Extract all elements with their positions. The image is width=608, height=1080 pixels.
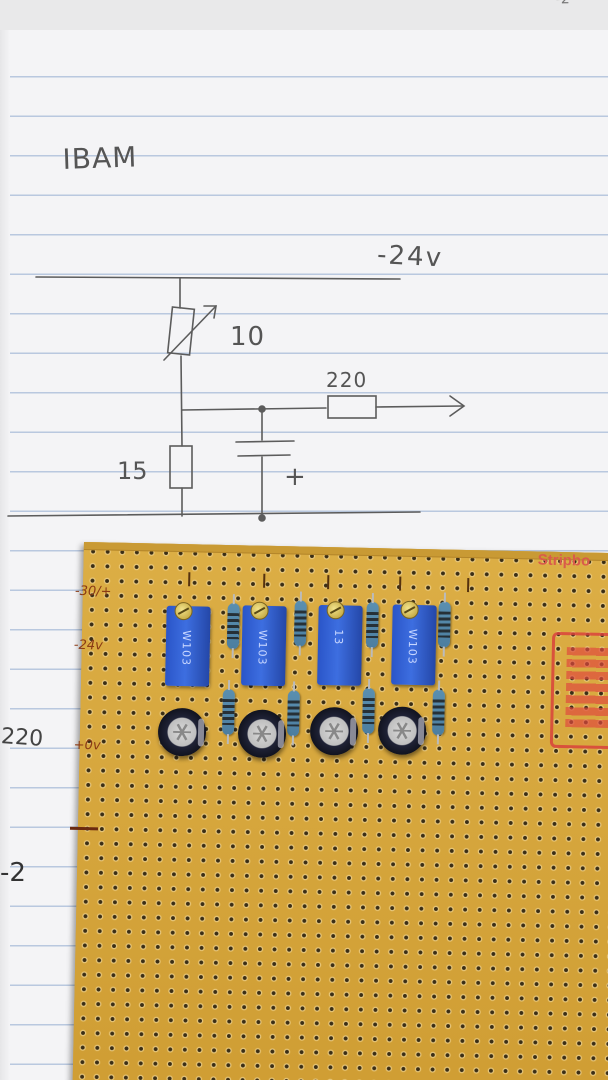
column-tick (399, 576, 402, 591)
junction-wire (181, 407, 327, 411)
column-tick (467, 578, 470, 593)
capacitor-polarity-label: + (284, 462, 306, 492)
schematic-title: IBAM (62, 140, 138, 176)
trimpot-marking: W103 (255, 629, 270, 666)
electrolytic-capacitor (309, 706, 359, 756)
row-mark-3: +0v (73, 737, 101, 754)
trimpot-marking: W103 (179, 630, 194, 667)
rail-line (35, 276, 401, 280)
column-tick (188, 572, 191, 587)
pot-value-label: 10 (230, 322, 266, 352)
column-tick (327, 575, 330, 590)
margin-note-1: 220 (0, 724, 44, 752)
stamp-inner (565, 647, 608, 729)
resistor (365, 593, 379, 658)
vertical-wire-mid (180, 355, 183, 447)
resistor (437, 592, 451, 657)
trimpot-icon (166, 306, 196, 356)
electrolytic-capacitor (377, 706, 427, 756)
column-tick (263, 573, 266, 588)
trimpot: 13 (317, 601, 363, 686)
arrow-icon (163, 305, 217, 361)
trimpot-screw (326, 601, 345, 620)
stripboard-brand: Stripbo (537, 551, 591, 570)
resistor (293, 591, 307, 656)
capacitor-plate-2 (237, 454, 291, 457)
margin-note-2: -2 (0, 858, 26, 888)
row-mark-1: -30/+ (74, 583, 112, 600)
trimpot: W103 (241, 601, 287, 687)
electrolytic-capacitor (237, 709, 287, 759)
resistor (362, 678, 376, 744)
rail-voltage-label: -24v (376, 240, 444, 274)
trimpot-marking: W103 (405, 628, 420, 665)
resistor (432, 680, 445, 745)
capacitor-icon (235, 440, 295, 443)
ground-dot (258, 514, 266, 522)
output-arrow-head (449, 395, 466, 417)
trimpot: W103 (165, 601, 211, 687)
output-resistor-label: 220 (326, 368, 368, 392)
output-resistor (327, 395, 377, 419)
trimpot-screw (250, 601, 269, 620)
pencil-schematic (7, 276, 466, 522)
trimpot-screw (400, 600, 419, 620)
electrolytic-capacitor (157, 707, 207, 757)
ground-line (7, 511, 421, 517)
trimpot-screw (174, 601, 193, 621)
output-wire (375, 405, 463, 408)
stripboard: Stripbo -30/+ -24v +0v W103 W103 13 W103 (69, 542, 608, 1080)
red-stamp (549, 631, 608, 750)
board-pen-dash (69, 826, 99, 831)
resistor (221, 680, 235, 745)
trimpot-arrow-head (203, 305, 217, 319)
paper-margin (0, 30, 10, 1080)
row-mark-2: -24v (73, 637, 103, 654)
resistor (226, 594, 240, 659)
trimpot-marking: 13 (331, 629, 346, 646)
resistor-icon (169, 445, 193, 489)
trimpot: W103 (391, 600, 437, 686)
resistor (286, 681, 300, 746)
resistor-value-label: 15 (117, 457, 148, 485)
